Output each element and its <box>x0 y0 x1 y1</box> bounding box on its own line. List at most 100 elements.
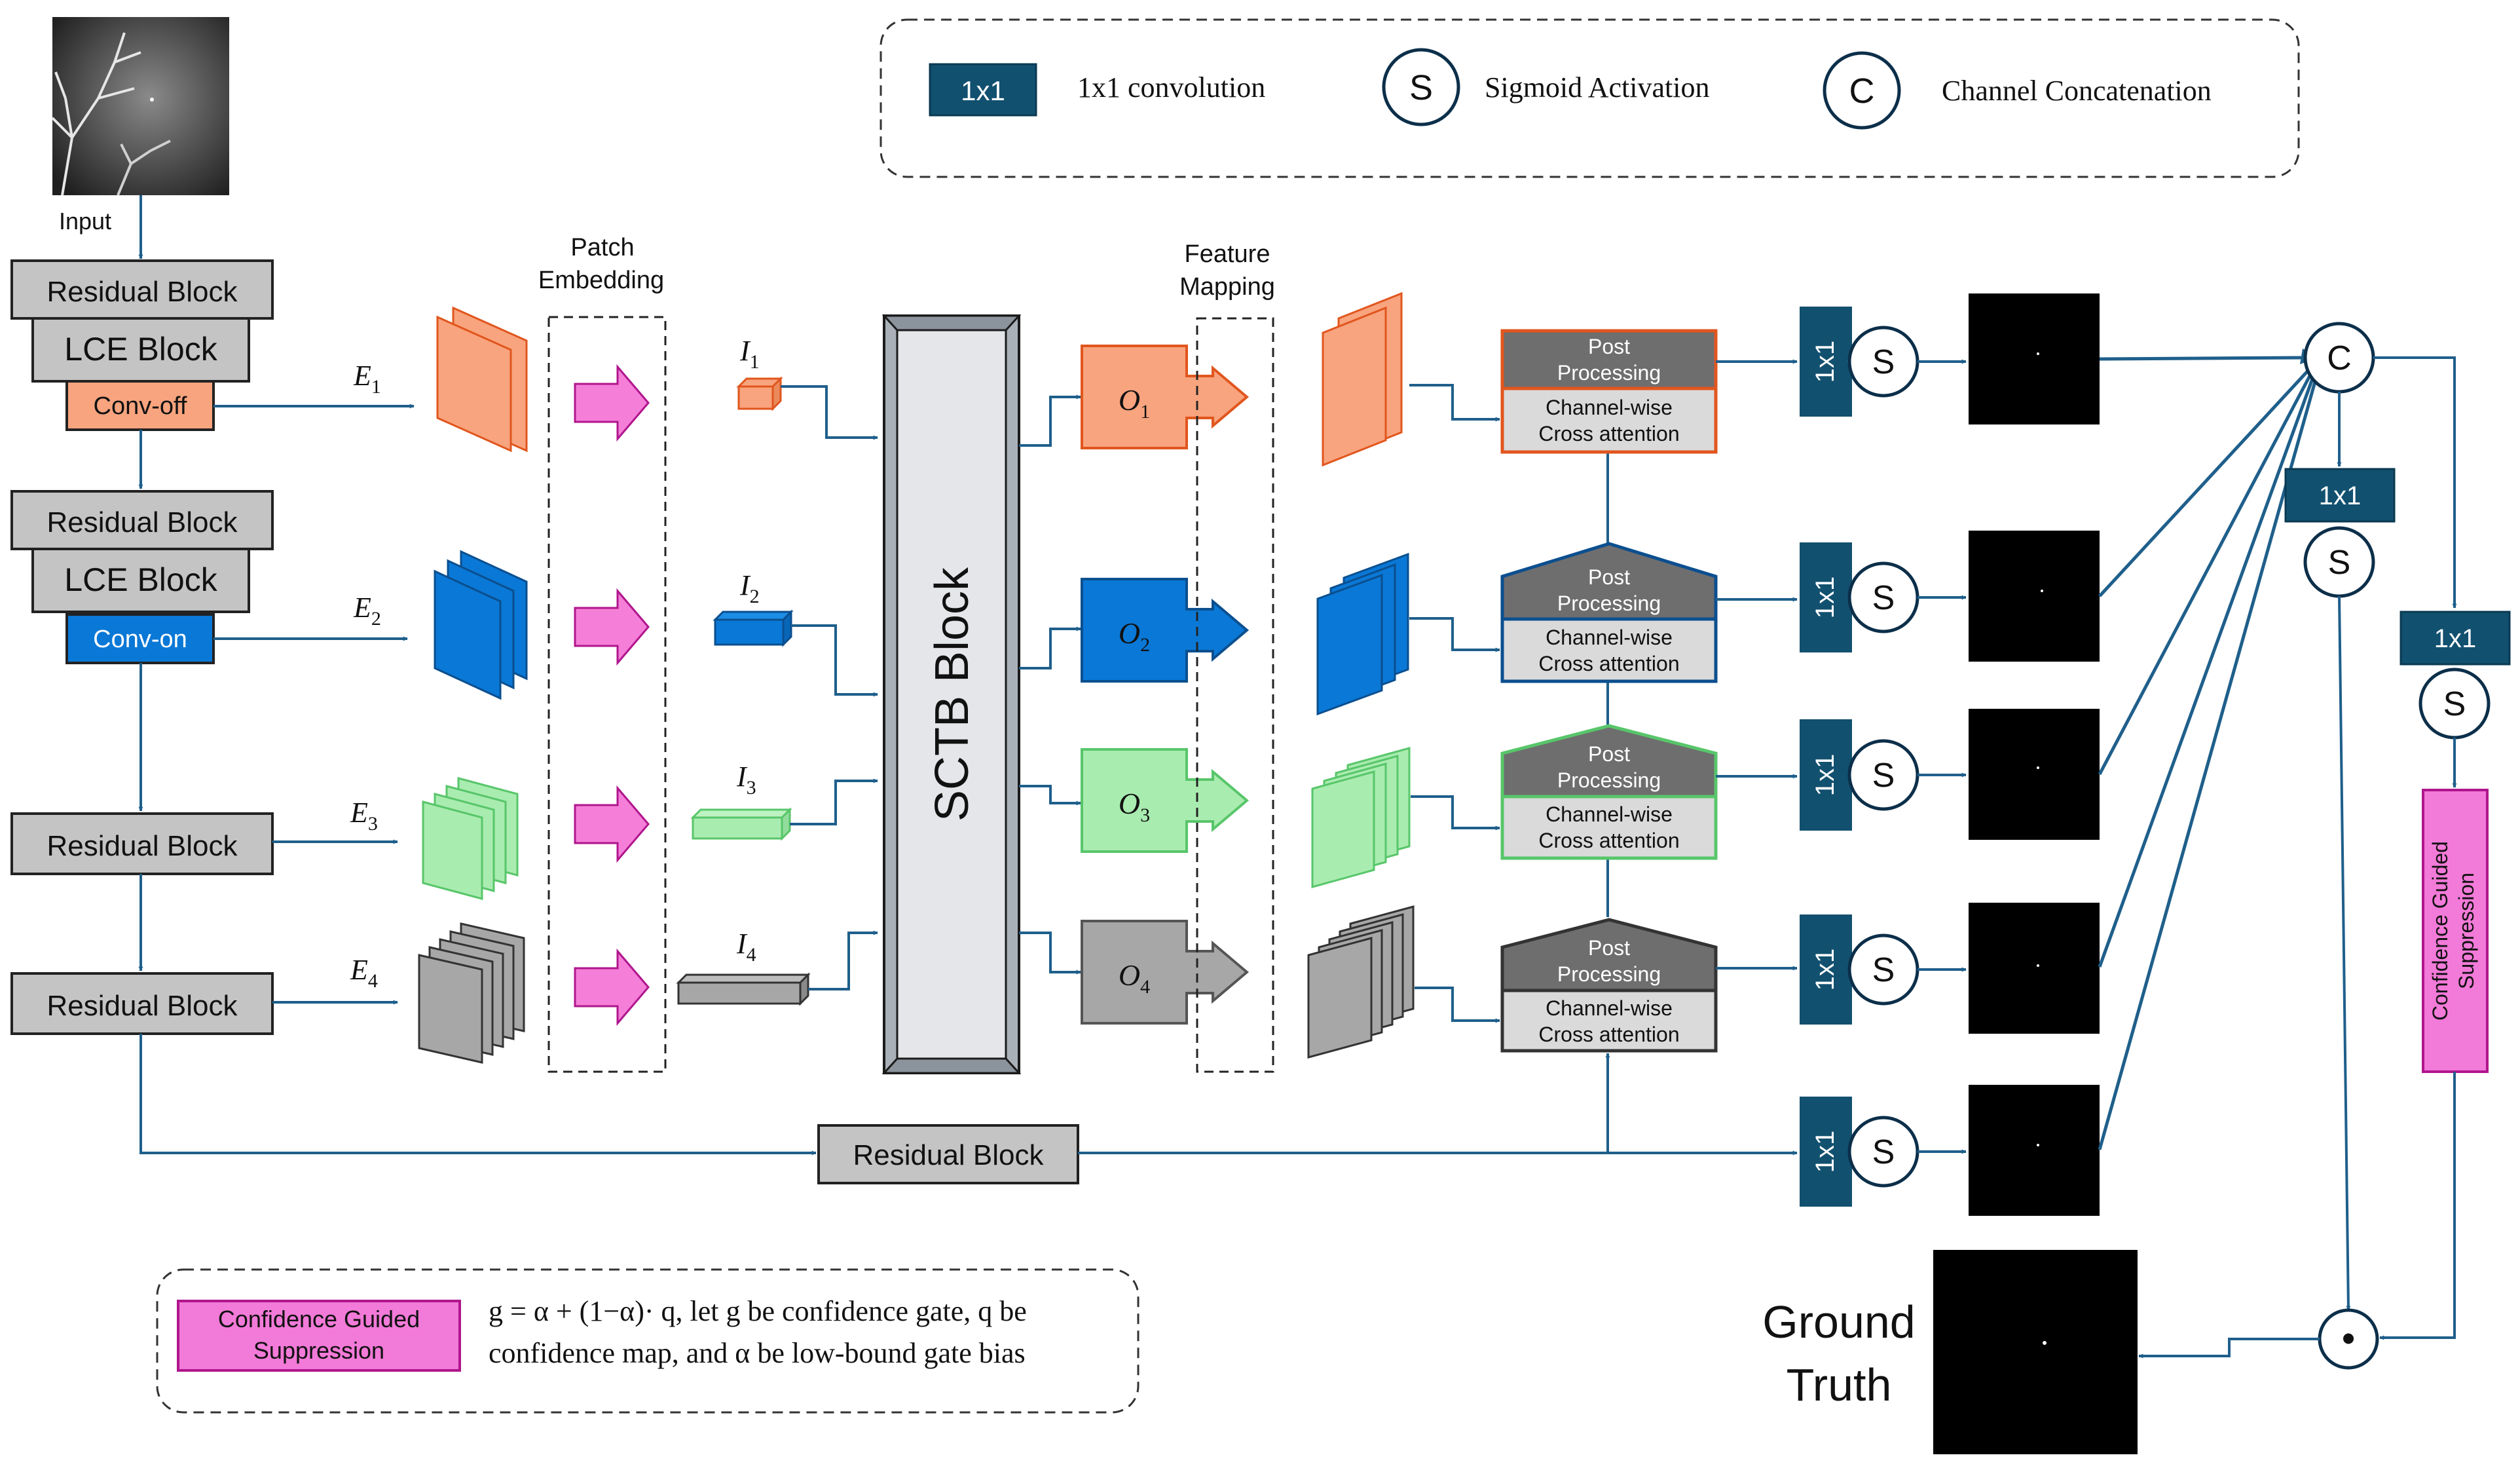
formula-line-1: g = α + (1−α)· q, let g be confidence ga… <box>489 1295 1027 1327</box>
post-processing-3-title: Post <box>1588 742 1630 766</box>
patch-embedding-arrow-1 <box>574 364 650 442</box>
formula-cgs-title: Confidence Guided <box>218 1306 420 1332</box>
post-processing-4-subtitle: Processing <box>1557 962 1661 986</box>
label-o1: O1 <box>1119 383 1150 423</box>
legend-sigmoid-symbol: S <box>1409 68 1433 107</box>
cross-attention-4-title: Channel-wise <box>1546 996 1673 1020</box>
legend-sigmoid-icon <box>1382 48 1460 126</box>
patch-embedding-frame <box>547 316 667 1073</box>
head-5-conv <box>1800 1097 1852 1207</box>
head-4-prediction-map <box>1969 903 2100 1034</box>
encoder-feature-stack-4 <box>418 922 525 1064</box>
head-2-conv-label: 1x1 <box>1811 576 1840 619</box>
formula-cgs-subtitle: Suppression <box>253 1337 384 1364</box>
patch-embedding-arrow-2 <box>574 588 650 666</box>
head-5-prediction-map <box>1969 1085 2100 1216</box>
label-e2: E2 <box>353 592 381 630</box>
fuse-line-1 <box>2099 356 2302 361</box>
lce-block-1 <box>31 317 250 383</box>
legend: 1x1 1x1 convolution S Sigmoid Activation… <box>880 18 2300 178</box>
post-processing-1 <box>1500 329 1718 390</box>
head-4: 1x1 S <box>1800 903 2100 1034</box>
head-3-sigmoid-label: S <box>1872 757 1895 795</box>
label-o2: O2 <box>1119 616 1150 656</box>
head-5-dot <box>2037 1144 2039 1146</box>
residual-block-1-label: Residual Block <box>46 276 238 308</box>
label-o3: O3 <box>1119 787 1150 826</box>
head-3: 1x1 S <box>1800 709 2100 840</box>
head-5: 1x1 S <box>1800 1085 2100 1216</box>
residual-block-2-label: Residual Block <box>46 506 238 538</box>
arrow-concat-conv-b <box>2373 356 2457 609</box>
input-target-dot <box>150 98 154 102</box>
sctb-bevel-top <box>881 314 1022 331</box>
head-2-dot <box>2041 590 2043 592</box>
fuse-line-2 <box>2098 368 2310 597</box>
conv-on-label: Conv-on <box>93 626 187 653</box>
arrow-d1-ca <box>1409 384 1500 422</box>
cross-attention-2 <box>1500 617 1718 683</box>
head-1-sigmoid-label: S <box>1872 343 1895 381</box>
residual-block-2 <box>10 490 274 550</box>
residual-block-3 <box>10 812 274 875</box>
output-arrow-o4: O4 <box>1081 920 1250 1025</box>
token-cube-2 <box>713 609 794 647</box>
token-cube-3 <box>690 807 792 841</box>
head-3-conv <box>1800 719 1852 831</box>
legend-conv-symbol: 1x1 <box>961 75 1005 106</box>
legend-concat-symbol: C <box>1849 71 1875 111</box>
residual-block-3-label: Residual Block <box>46 830 238 862</box>
encoder-feature-stack-1 <box>436 306 528 453</box>
lce-block-2 <box>31 548 250 613</box>
legend-sigmoid-label: Sigmoid Activation <box>1485 71 1709 104</box>
head-4-conv-label: 1x1 <box>1811 949 1840 991</box>
cross-attention-1-title: Channel-wise <box>1546 396 1673 419</box>
head-1: 1x1 S <box>1800 293 2100 424</box>
arrow-d3-ca <box>1411 795 1500 831</box>
ground-truth-label-2: Truth <box>1787 1359 1892 1410</box>
formula-box-frame <box>156 1268 1140 1414</box>
head-3-prediction-map <box>1969 709 2100 840</box>
fusion-conv-a-label: 1x1 <box>2319 481 2362 510</box>
lce-block-1-label: LCE Block <box>64 331 217 368</box>
input-image-background <box>52 17 229 195</box>
arrow-sctb-o2 <box>1019 626 1081 669</box>
encoder: Residual Block LCE Block Conv-off Residu… <box>10 259 274 1035</box>
head-1-conv <box>1800 307 1852 417</box>
head-2: 1x1 S <box>1800 531 2100 662</box>
label-e4: E4 <box>350 954 378 992</box>
cross-attention-3-subtitle: Cross attention <box>1538 829 1679 852</box>
arrow-sctb-o4 <box>1019 932 1081 975</box>
concat-node-label: C <box>2327 339 2352 377</box>
cross-attention-4 <box>1500 989 1718 1053</box>
sctb-bevel-bottom <box>881 1057 1022 1074</box>
feature-mapping-frame <box>1196 317 1274 1073</box>
formula-cgs-swatch <box>177 1300 461 1372</box>
lce-block-2-label: LCE Block <box>64 561 217 598</box>
legend-conv-icon <box>929 63 1037 117</box>
post-processing-1-subtitle: Processing <box>1557 361 1661 385</box>
decoder-feature-stack-3 <box>1311 747 1411 888</box>
head-3-dot <box>2037 766 2039 769</box>
fusion-sigmoid-a-label: S <box>2328 544 2351 582</box>
post-processing-2-title: Post <box>1588 565 1630 589</box>
bottom-residual-label: Residual Block <box>853 1139 1044 1171</box>
decoder-feature-stack-4 <box>1307 905 1415 1059</box>
post-block-3: Post Processing Channel-wise Cross atten… <box>1500 724 1718 860</box>
head-2-prediction-map <box>1969 531 2100 662</box>
cgs-block-title: Confidence Guided <box>2428 841 2452 1021</box>
legend-concat-label: Channel Concatenation <box>1942 75 2212 107</box>
cross-attention-2-subtitle: Cross attention <box>1538 652 1679 675</box>
feature-mapping-title-1: Feature <box>1185 240 1270 268</box>
encoder-feature-stack-2 <box>434 550 528 700</box>
sctb-inner <box>896 329 1007 1060</box>
sctb-label: SCTB Block <box>926 567 978 821</box>
sctb-block: SCTB Block <box>881 314 1022 1074</box>
post-processing-2-subtitle: Processing <box>1557 592 1661 615</box>
label-i3: I3 <box>736 761 756 799</box>
feature-mapping-title-2: Mapping <box>1179 273 1275 301</box>
formula-line-2: confidence map, and α be low-bound gate … <box>489 1337 1026 1369</box>
head-4-sigmoid-label: S <box>1872 951 1895 989</box>
decoder-feature-stack-2 <box>1316 552 1409 716</box>
